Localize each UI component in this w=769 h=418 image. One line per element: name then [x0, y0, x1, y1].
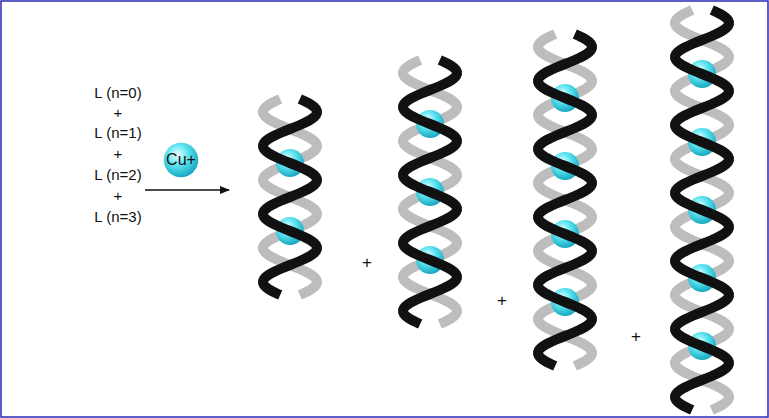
front-strand [675, 10, 729, 410]
plus-sign: + [362, 254, 372, 271]
sphere-fill [164, 143, 199, 178]
front-strand [263, 99, 317, 295]
back-strand [263, 99, 317, 295]
ligand-label: L (n=3) [94, 209, 141, 224]
ligand-label: L (n=1) [94, 125, 141, 140]
front-strand [403, 60, 457, 324]
plus-sign: + [114, 146, 123, 161]
front-strand [538, 34, 592, 366]
plus-sign: + [114, 105, 123, 120]
ligand-label: L (n=2) [94, 167, 141, 182]
helicates [263, 10, 729, 410]
plus-sign: + [497, 292, 507, 309]
ligand-label: L (n=0) [94, 85, 141, 100]
reaction-arrow [145, 189, 229, 191]
back-strand [538, 34, 592, 366]
back-strand [403, 60, 457, 324]
plus-sign: + [631, 328, 641, 345]
plus-sign: + [114, 188, 123, 203]
ion-label: Cu+ [166, 151, 196, 169]
back-strand [675, 10, 729, 410]
ion-sphere: Cu+ [163, 142, 199, 178]
